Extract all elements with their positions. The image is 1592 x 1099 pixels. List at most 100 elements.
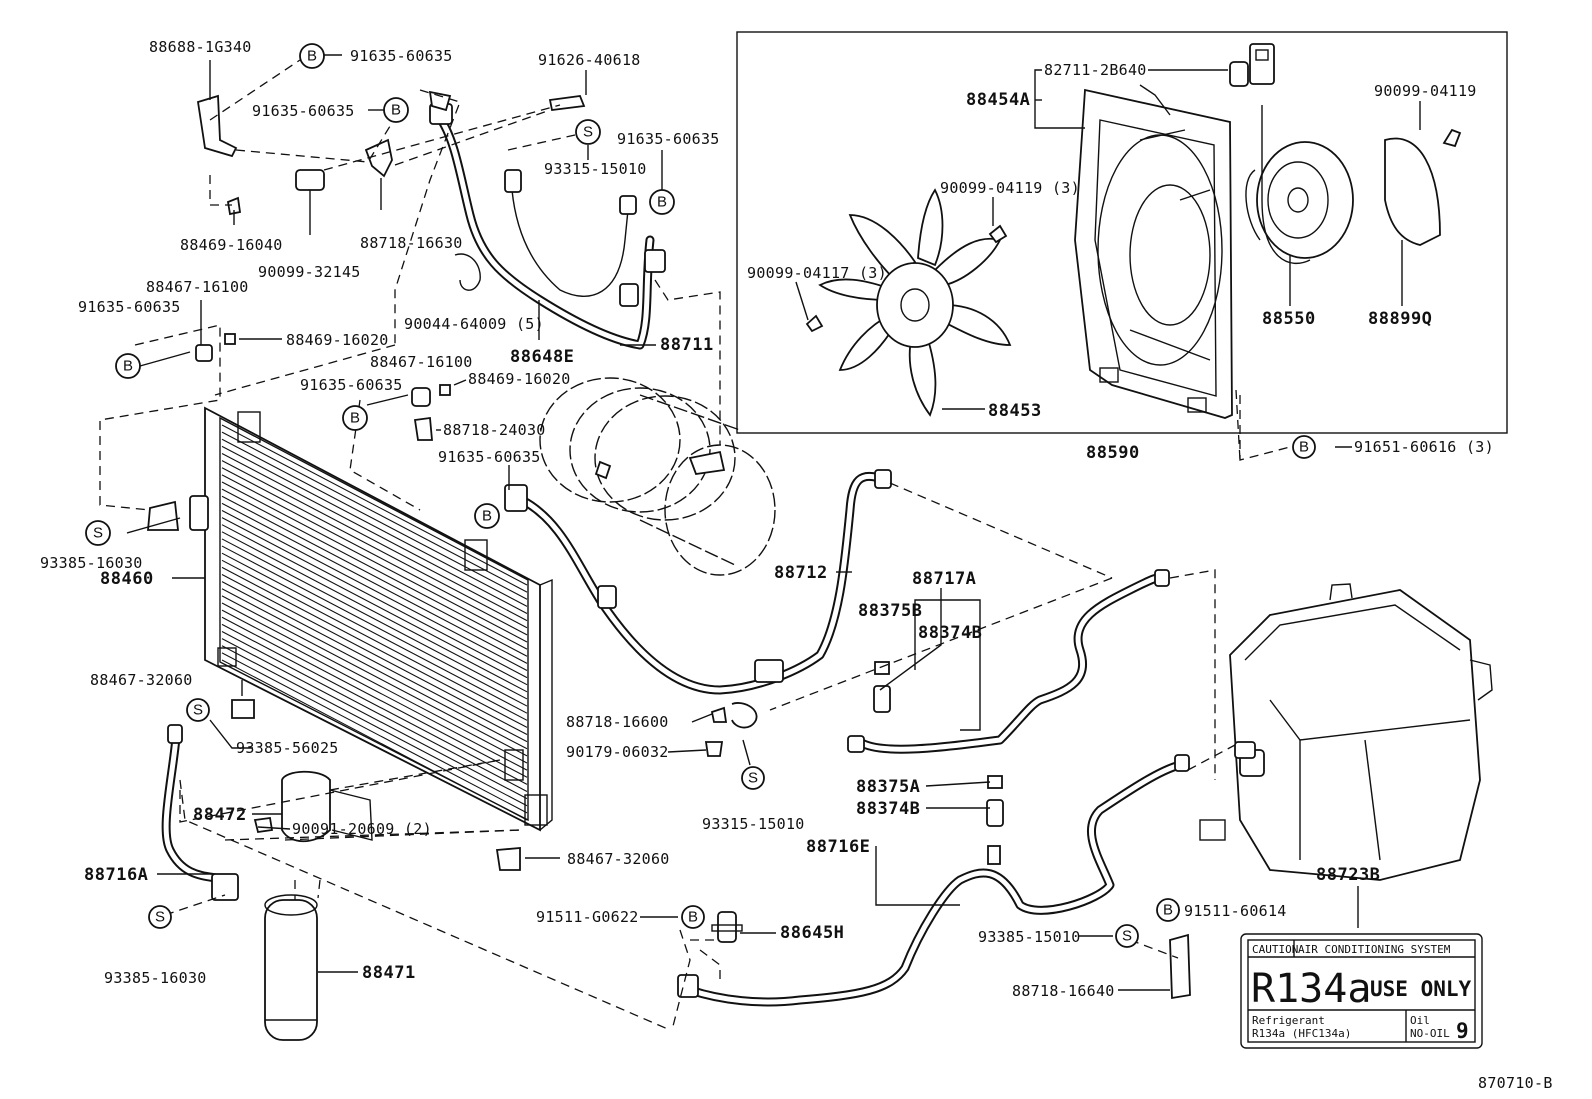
svg-text:S: S [748, 770, 758, 787]
label-88688: 88688-1G340 [149, 38, 252, 56]
condenser-fin [221, 581, 528, 743]
condenser-fin [221, 602, 528, 764]
receiver-drier [264, 899, 318, 1041]
condenser [204, 406, 553, 832]
svg-text:B: B [1299, 439, 1309, 456]
label-88467-c: 88467-32060 [90, 671, 193, 689]
condenser-fin [221, 509, 528, 671]
label-91635-e: 91635-60635 [300, 376, 403, 394]
label-91635-a: 91635-60635 [350, 47, 453, 65]
condenser-fin [221, 460, 528, 622]
label-91635-b: 91635-60635 [252, 102, 355, 120]
label-91626: 91626-40618 [538, 51, 641, 69]
label-90044: 90044-64009 (5) [404, 315, 544, 333]
condenser-fin [221, 452, 528, 614]
label-88467-d: 88467-32060 [567, 850, 670, 868]
label-88375b: 88375B [858, 601, 922, 621]
condenser-fin [221, 495, 528, 657]
condenser-fin [221, 638, 528, 800]
small-parts [147, 90, 1191, 1041]
motor-cover [1384, 137, 1441, 246]
marker-bolt-9: B [1292, 435, 1316, 459]
condenser-fin [221, 595, 528, 757]
label-88469-b: 88469-16020 [286, 331, 389, 349]
fan-assembly-frame [736, 31, 1508, 434]
label-93385-b: 93385-56025 [236, 739, 339, 757]
motor-connector [1249, 43, 1311, 264]
caution-ref-type: R134a (HFC134a) [1252, 1027, 1351, 1040]
label-88469-a: 88469-16040 [180, 236, 283, 254]
label-93315-a: 93315-15010 [544, 160, 647, 178]
fan-motor [1245, 141, 1354, 259]
condenser-fin [221, 574, 528, 736]
label-88469-c: 88469-16020 [468, 370, 571, 388]
label-91511-a: 91511-G0622 [536, 908, 639, 926]
label-88723b: 88723B [1316, 865, 1380, 885]
condenser-fin [221, 559, 528, 721]
marker-bolt-6: B [474, 503, 500, 529]
condenser-fin [221, 431, 528, 593]
marker-screw-4: S [741, 766, 765, 790]
marker-bolt-2: B [383, 97, 409, 123]
label-88471: 88471 [362, 963, 416, 983]
label-88645h: 88645H [780, 923, 844, 943]
caution-nine: 9 [1456, 1019, 1469, 1043]
label-93385-d: 93385-15010 [978, 928, 1081, 946]
label-90091: 90091-20609 (2) [292, 820, 432, 838]
label-90179: 90179-06032 [566, 743, 669, 761]
svg-text:B: B [1163, 902, 1173, 919]
marker-bolt-7: B [681, 905, 705, 929]
evaporator-unit [1199, 583, 1493, 881]
label-91635-f: 91635-60635 [438, 448, 541, 466]
label-88718-b: 88718-24030 [443, 421, 546, 439]
diagram-id: 870710-B [1478, 1074, 1553, 1092]
marker-screw-2: S [85, 520, 111, 546]
marker-bolt-4: B [115, 353, 141, 379]
label-90099-c: 90099-04119 (3) [940, 179, 1080, 197]
compressor-phantom [539, 377, 776, 576]
label-82711: 82711-2B640 [1044, 61, 1147, 79]
svg-text:B: B [657, 194, 667, 211]
marker-screw-5: S [148, 905, 172, 929]
label-88712: 88712 [774, 563, 828, 583]
fan-shroud [1074, 84, 1233, 419]
condenser-fin [221, 545, 528, 707]
marker-bolt-5: B [342, 405, 368, 431]
condenser-fin [221, 588, 528, 750]
condenser-fin [221, 481, 528, 643]
marker-bolt-8: B [1156, 898, 1180, 922]
caution-system: AIR CONDITIONING SYSTEM [1298, 943, 1451, 956]
svg-text:S: S [583, 124, 593, 141]
label-88716a: 88716A [84, 865, 148, 885]
condenser-fin [221, 424, 528, 586]
label-88648e: 88648E [510, 347, 574, 367]
label-88550: 88550 [1262, 309, 1316, 329]
label-93385-c: 93385-16030 [104, 969, 207, 987]
svg-text:S: S [155, 909, 165, 926]
condenser-fin [221, 524, 528, 686]
caution-label: CAUTION AIR CONDITIONING SYSTEM R134a US… [1240, 933, 1483, 1049]
marker-bolt-1: B [299, 43, 325, 69]
marker-screw-1: S [575, 119, 601, 145]
leader-lines [126, 54, 1421, 991]
caution-oil: Oil [1410, 1014, 1430, 1027]
label-91651: 91651-60616 (3) [1354, 438, 1494, 456]
label-88374b-2: 88374B [856, 799, 920, 819]
svg-text:S: S [1122, 928, 1132, 945]
dashed-lines [99, 59, 1291, 1031]
label-88454a: 88454A [966, 90, 1030, 110]
marker-screw-3: S [186, 698, 210, 722]
condenser-fin [221, 623, 528, 785]
label-88467-a: 88467-16100 [146, 278, 249, 296]
svg-text:B: B [123, 358, 133, 375]
caution-ref-word: Refrigerant [1252, 1014, 1325, 1027]
marker-screw-6: S [1115, 924, 1139, 948]
label-91635-c: 91635-60635 [617, 130, 720, 148]
condenser-fin [221, 467, 528, 629]
svg-text:B: B [350, 410, 360, 427]
label-88375a: 88375A [856, 777, 920, 797]
label-88717a: 88717A [912, 569, 976, 589]
condenser-fin [221, 502, 528, 664]
